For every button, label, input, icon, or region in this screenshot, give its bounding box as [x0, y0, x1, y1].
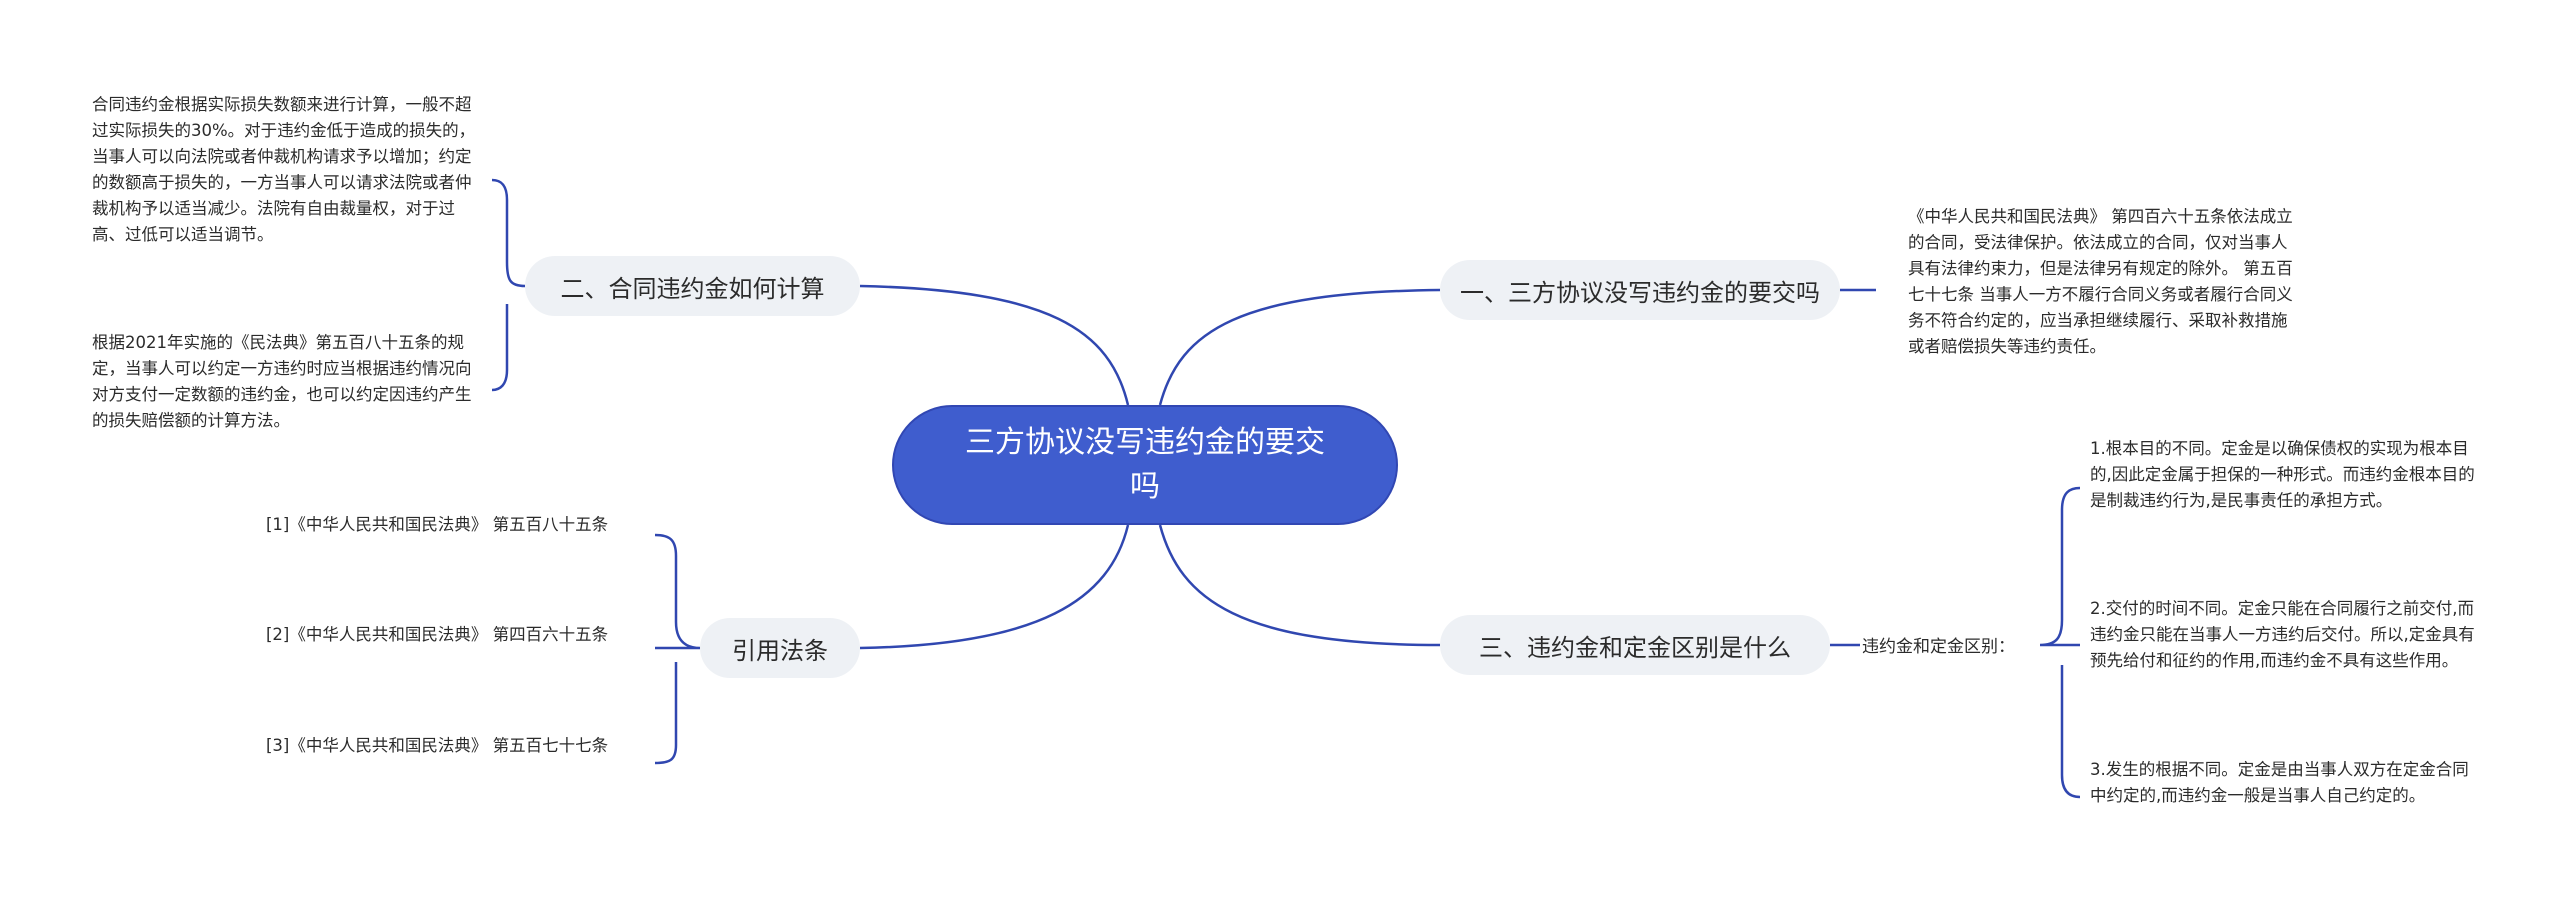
branch-node-4[interactable]: 引用法条: [700, 618, 860, 678]
branch-node-4-label: 引用法条: [732, 636, 828, 665]
leaf-b3-item-2[interactable]: 2.交付的时间不同。定金只能在合同履行之前交付,而违约金只能在当事人一方违约后交…: [2090, 599, 2475, 670]
branch-node-2[interactable]: 二、合同违约金如何计算: [525, 256, 860, 316]
connector-root-b2: [859, 284, 1130, 406]
connector-b4-bracket: [654, 533, 701, 765]
connector-b2-bracket: [491, 178, 526, 392]
central-topic[interactable]: 三方协议没写违约金的要交吗: [892, 405, 1398, 525]
branch-node-2-label: 二、合同违约金如何计算: [560, 274, 825, 303]
central-topic-label: 三方协议没写违约金的要交吗: [965, 425, 1325, 504]
leaf-b4-item-2[interactable]: [2]《中华人民共和国民法典》 第四百六十五条: [266, 625, 609, 644]
connector-b3-bracket: [2039, 486, 2081, 799]
leaf-b4-item-1[interactable]: [1]《中华人民共和国民法典》 第五百八十五条: [266, 515, 609, 534]
leaf-b3-label[interactable]: 违约金和定金区别：: [1862, 637, 2015, 657]
branch-node-3-label: 三、违约金和定金区别是什么: [1479, 633, 1791, 662]
leaf-b3-item-1[interactable]: 1.根本目的不同。定金是以确保债权的实现为根本目的,因此定金属于担保的一种形式。…: [2090, 439, 2475, 510]
branch-node-3[interactable]: 三、违约金和定金区别是什么: [1440, 615, 1830, 675]
connector-root-b1: [1158, 288, 1441, 406]
leaf-b2-text-1[interactable]: 合同违约金根据实际损失数额来进行计算，一般不超过实际损失的30%。对于违约金低于…: [92, 95, 476, 244]
branch-node-1[interactable]: 一、三方协议没写违约金的要交吗: [1440, 260, 1840, 320]
leaf-b3-item-3[interactable]: 3.发生的根据不同。定金是由当事人双方在定金合同中约定的,而违约金一般是当事人自…: [2090, 760, 2469, 805]
leaf-b1-text[interactable]: 《中华人民共和国民法典》 第四百六十五条依法成立的合同，受法律保护。依法成立的合…: [1908, 207, 2293, 356]
branch-node-1-label: 一、三方协议没写违约金的要交吗: [1460, 278, 1820, 307]
leaf-b2-text-2[interactable]: 根据2021年实施的《民法典》第五百八十五条的规定，当事人可以约定一方违约时应当…: [92, 333, 472, 430]
leaf-b4-item-3[interactable]: [3]《中华人民共和国民法典》 第五百七十七条: [266, 736, 609, 755]
connector-root-b3: [1158, 524, 1441, 647]
connector-root-b4: [859, 524, 1130, 650]
